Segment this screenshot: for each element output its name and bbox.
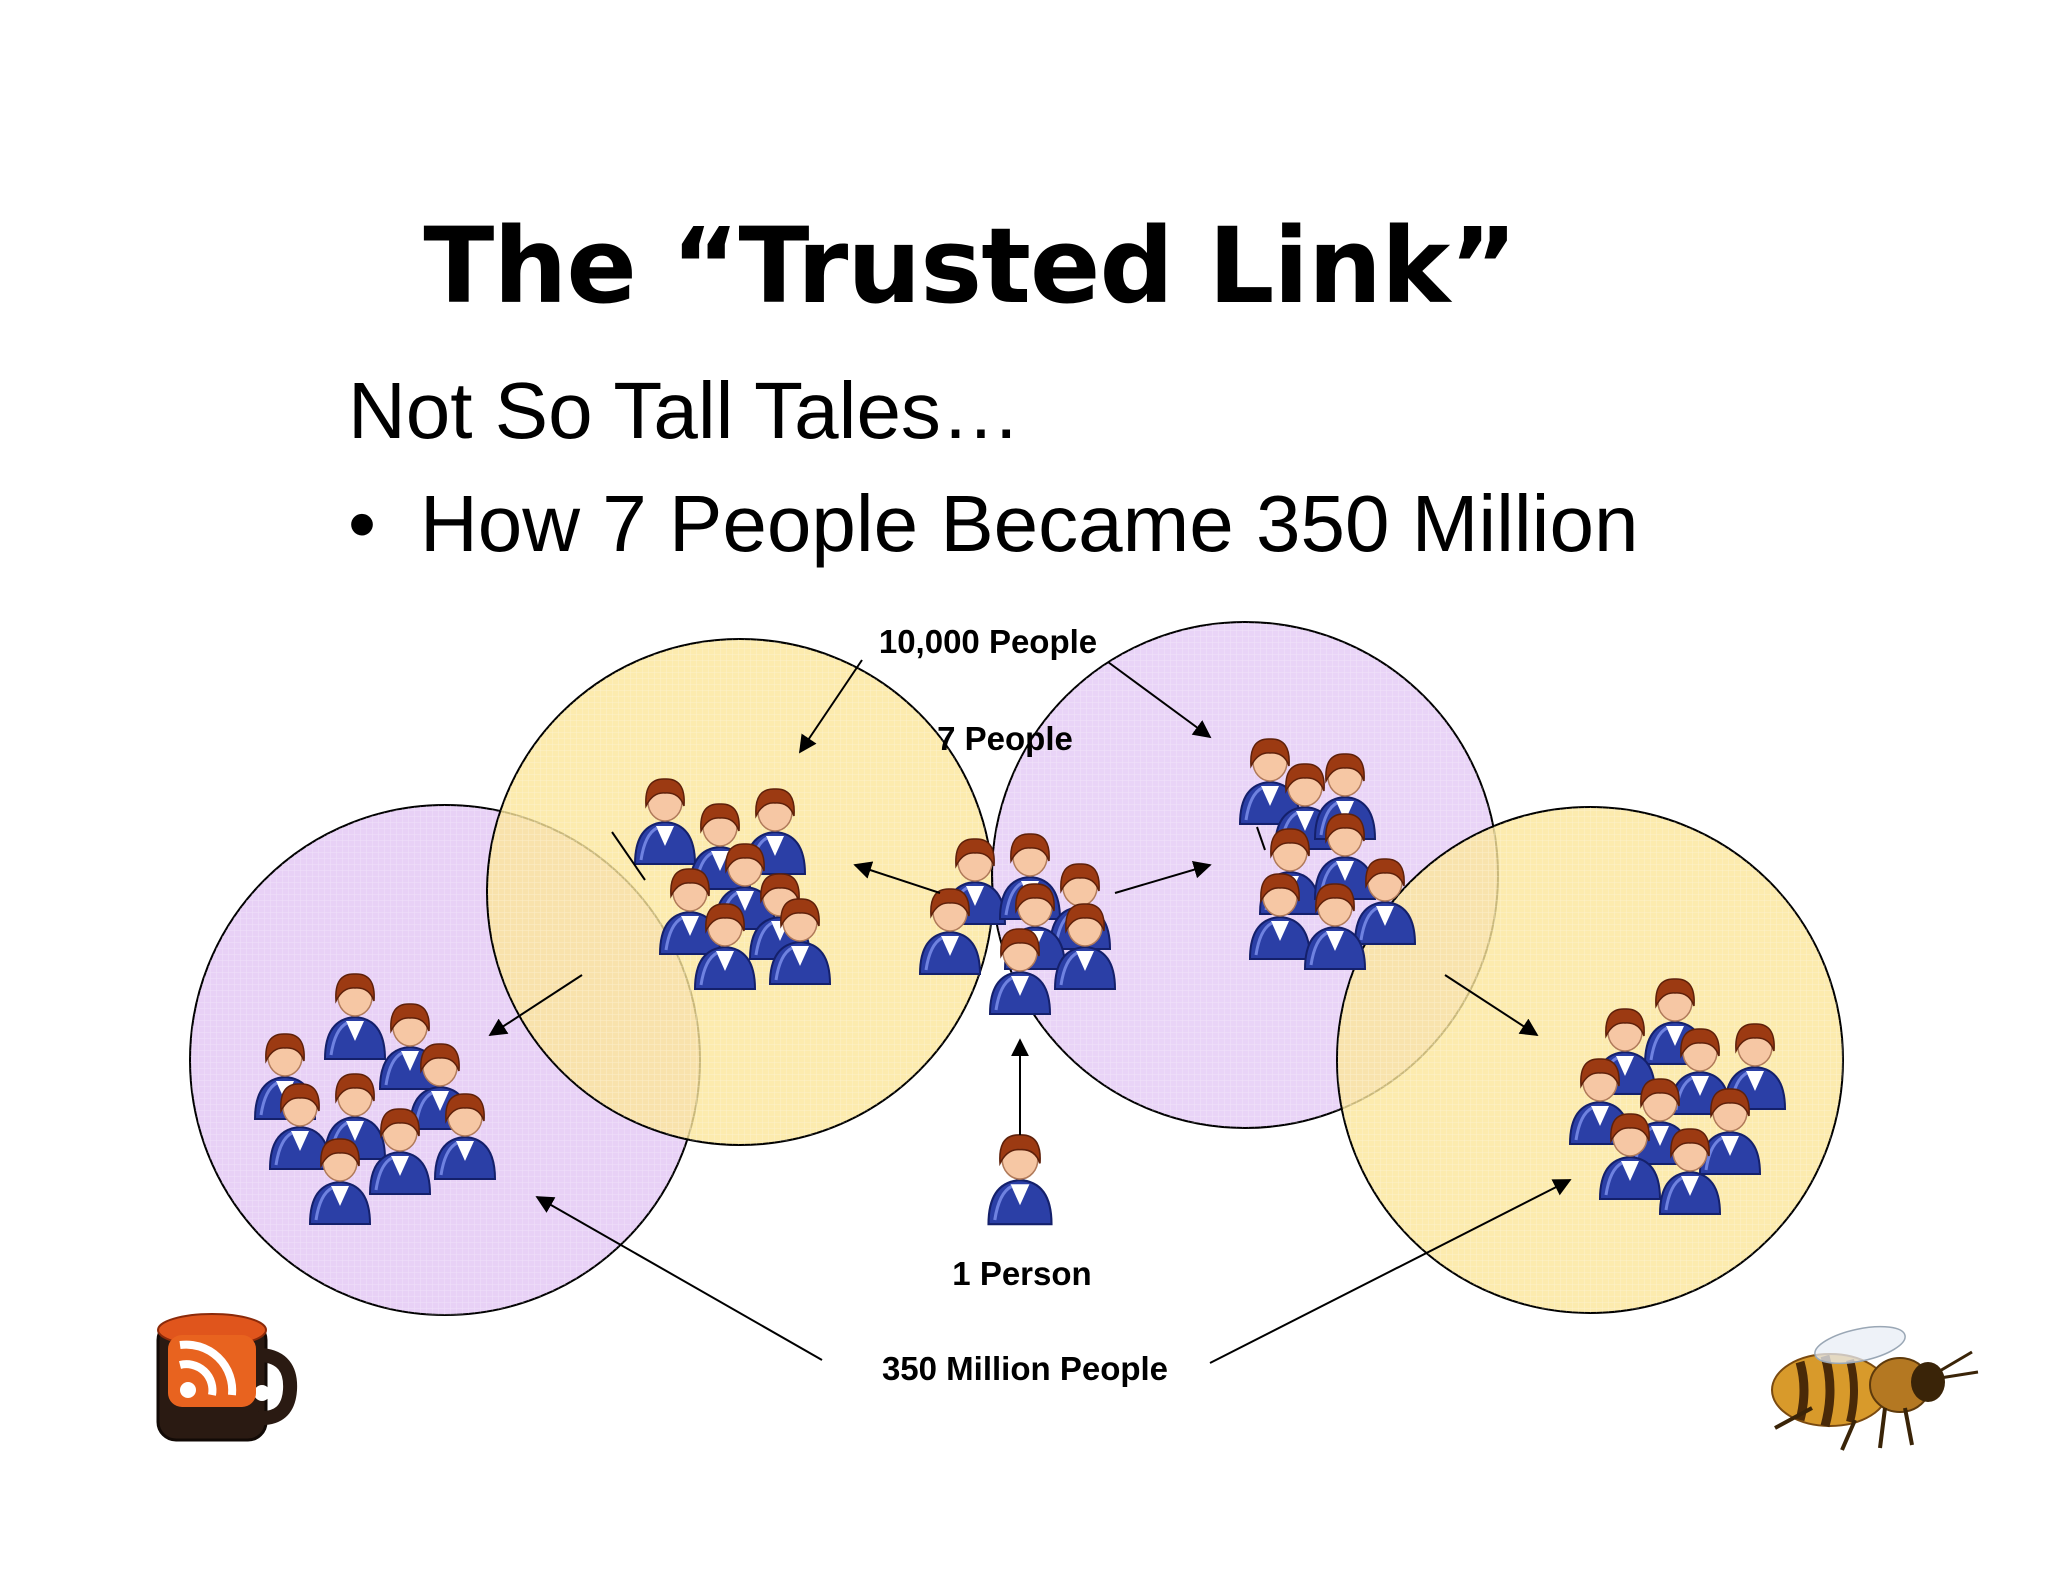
rss-mug-icon [156, 1313, 298, 1442]
label-ten-thousand: 10,000 People [879, 623, 1097, 660]
arrow-million-to-left [535, 1196, 823, 1361]
arrow-center-to-right [1114, 860, 1212, 894]
arrow-million-to-right [1209, 1179, 1572, 1364]
arrow-midright-to-right [1444, 974, 1539, 1036]
arrow-10k-to-left [798, 659, 863, 754]
short-tick-right [1256, 826, 1266, 851]
label-million: 350 Million People [882, 1350, 1168, 1387]
bullet-symbol: • [348, 479, 377, 568]
short-tick-left [611, 831, 646, 881]
bullet-text: How 7 People Became 350 Million [420, 479, 1639, 568]
bee-icon [1771, 1325, 1979, 1451]
bullet-item: • How 7 People Became 350 Million [348, 478, 1638, 570]
arrow-10k-to-right [1107, 661, 1212, 739]
single-person [986, 1133, 1054, 1226]
slide-subtitle: Not So Tall Tales… [348, 366, 1021, 455]
label-seven: 7 People [937, 720, 1073, 757]
arrows [488, 659, 1572, 1364]
arrow-center-to-left [853, 861, 941, 894]
label-one: 1 Person [952, 1255, 1091, 1292]
slide-title: The “Trusted Link” [423, 205, 1517, 327]
arrow-midleft-to-left [488, 974, 583, 1036]
